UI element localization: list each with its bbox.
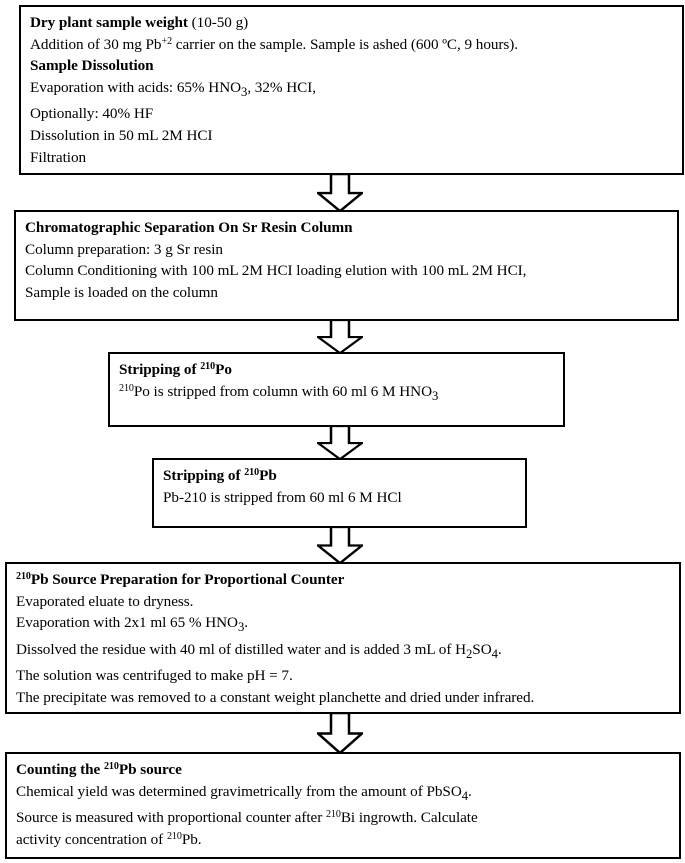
flow-node-line: Stripping of 210Pb [163, 466, 277, 484]
flow-node-line: Counting the 210Pb source [16, 760, 182, 778]
flow-node-line: Chromatographic Separation On Sr Resin C… [25, 219, 353, 236]
flow-node-line: Chemical yield was determined gravimetri… [16, 782, 472, 803]
arrow-po-stripping-to-pb-stripping [317, 426, 363, 460]
flow-node-line: The solution was centrifuged to make pH … [16, 667, 293, 685]
flow-node-text: Chromatographic Separation On Sr Resin C… [25, 217, 670, 303]
arrow-chromatography-to-po-stripping [317, 320, 363, 354]
flow-node-line: activity concentration of 210Pb. [16, 830, 202, 848]
flow-node-line: The precipitate was removed to a constan… [16, 689, 535, 707]
flow-node-dry-plant-sample-weight: Dry plant sample weight (10-50 g) Additio… [19, 5, 684, 175]
flow-node-line: Dry plant sample weight (10-50 g) [30, 14, 249, 31]
arrow-dry-sample-to-chromatography [317, 174, 363, 212]
flow-node-stripping-of-po-210: Stripping of 210Po 210Po is stripped from… [108, 352, 565, 427]
flow-node-line: Filtration [30, 148, 87, 166]
flow-node-line: Column Conditioning with 100 mL 2M HCI l… [25, 262, 527, 280]
flow-node-line: Column preparation: 3 g Sr resin [25, 240, 223, 258]
flow-node-line: Sample is loaded on the column [25, 283, 218, 301]
flow-node-line: Pb-210 is stripped from 60 ml 6 M HCl [163, 488, 402, 506]
flow-node-line: 210Pb Source Preparation for Proportiona… [16, 570, 345, 588]
flow-node-text: Stripping of 210Po 210Po is stripped from… [119, 359, 556, 407]
flow-node-line: Evaporated eluate to dryness. [16, 592, 194, 610]
flow-node-pb-210-source-preparation: 210Pb Source Preparation for Proportiona… [5, 562, 681, 714]
flow-node-text: Dry plant sample weight (10-50 g) Additio… [30, 12, 675, 168]
flow-node-chromatographic-separation: Chromatographic Separation On Sr Resin C… [14, 210, 679, 321]
flow-node-line: Sample Dissolution [30, 57, 154, 75]
flow-node-line: Stripping of 210Po [119, 360, 232, 378]
arrow-source-prep-to-counting [317, 713, 363, 754]
flow-node-line: Addition of 30 mg Pb+2 carrier on the sa… [30, 35, 519, 53]
flow-node-line: Dissolved the residue with 40 ml of dist… [16, 640, 502, 661]
flow-node-line: Source is measured with proportional cou… [16, 809, 478, 827]
flow-node-line: Evaporation with acids: 65% HNO3, 32% HC… [30, 78, 316, 99]
flow-node-line: Evaporation with 2x1 ml 65 % HNO3. [16, 614, 248, 635]
arrow-pb-stripping-to-source-prep [317, 527, 363, 564]
flow-node-line: 210Po is stripped from column with 60 ml… [119, 382, 439, 403]
flow-node-text: 210Pb Source Preparation for Proportiona… [16, 569, 672, 709]
flow-node-line: Dissolution in 50 mL 2M HCI [30, 127, 213, 144]
flow-node-line: Optionally: 40% HF [30, 105, 154, 123]
